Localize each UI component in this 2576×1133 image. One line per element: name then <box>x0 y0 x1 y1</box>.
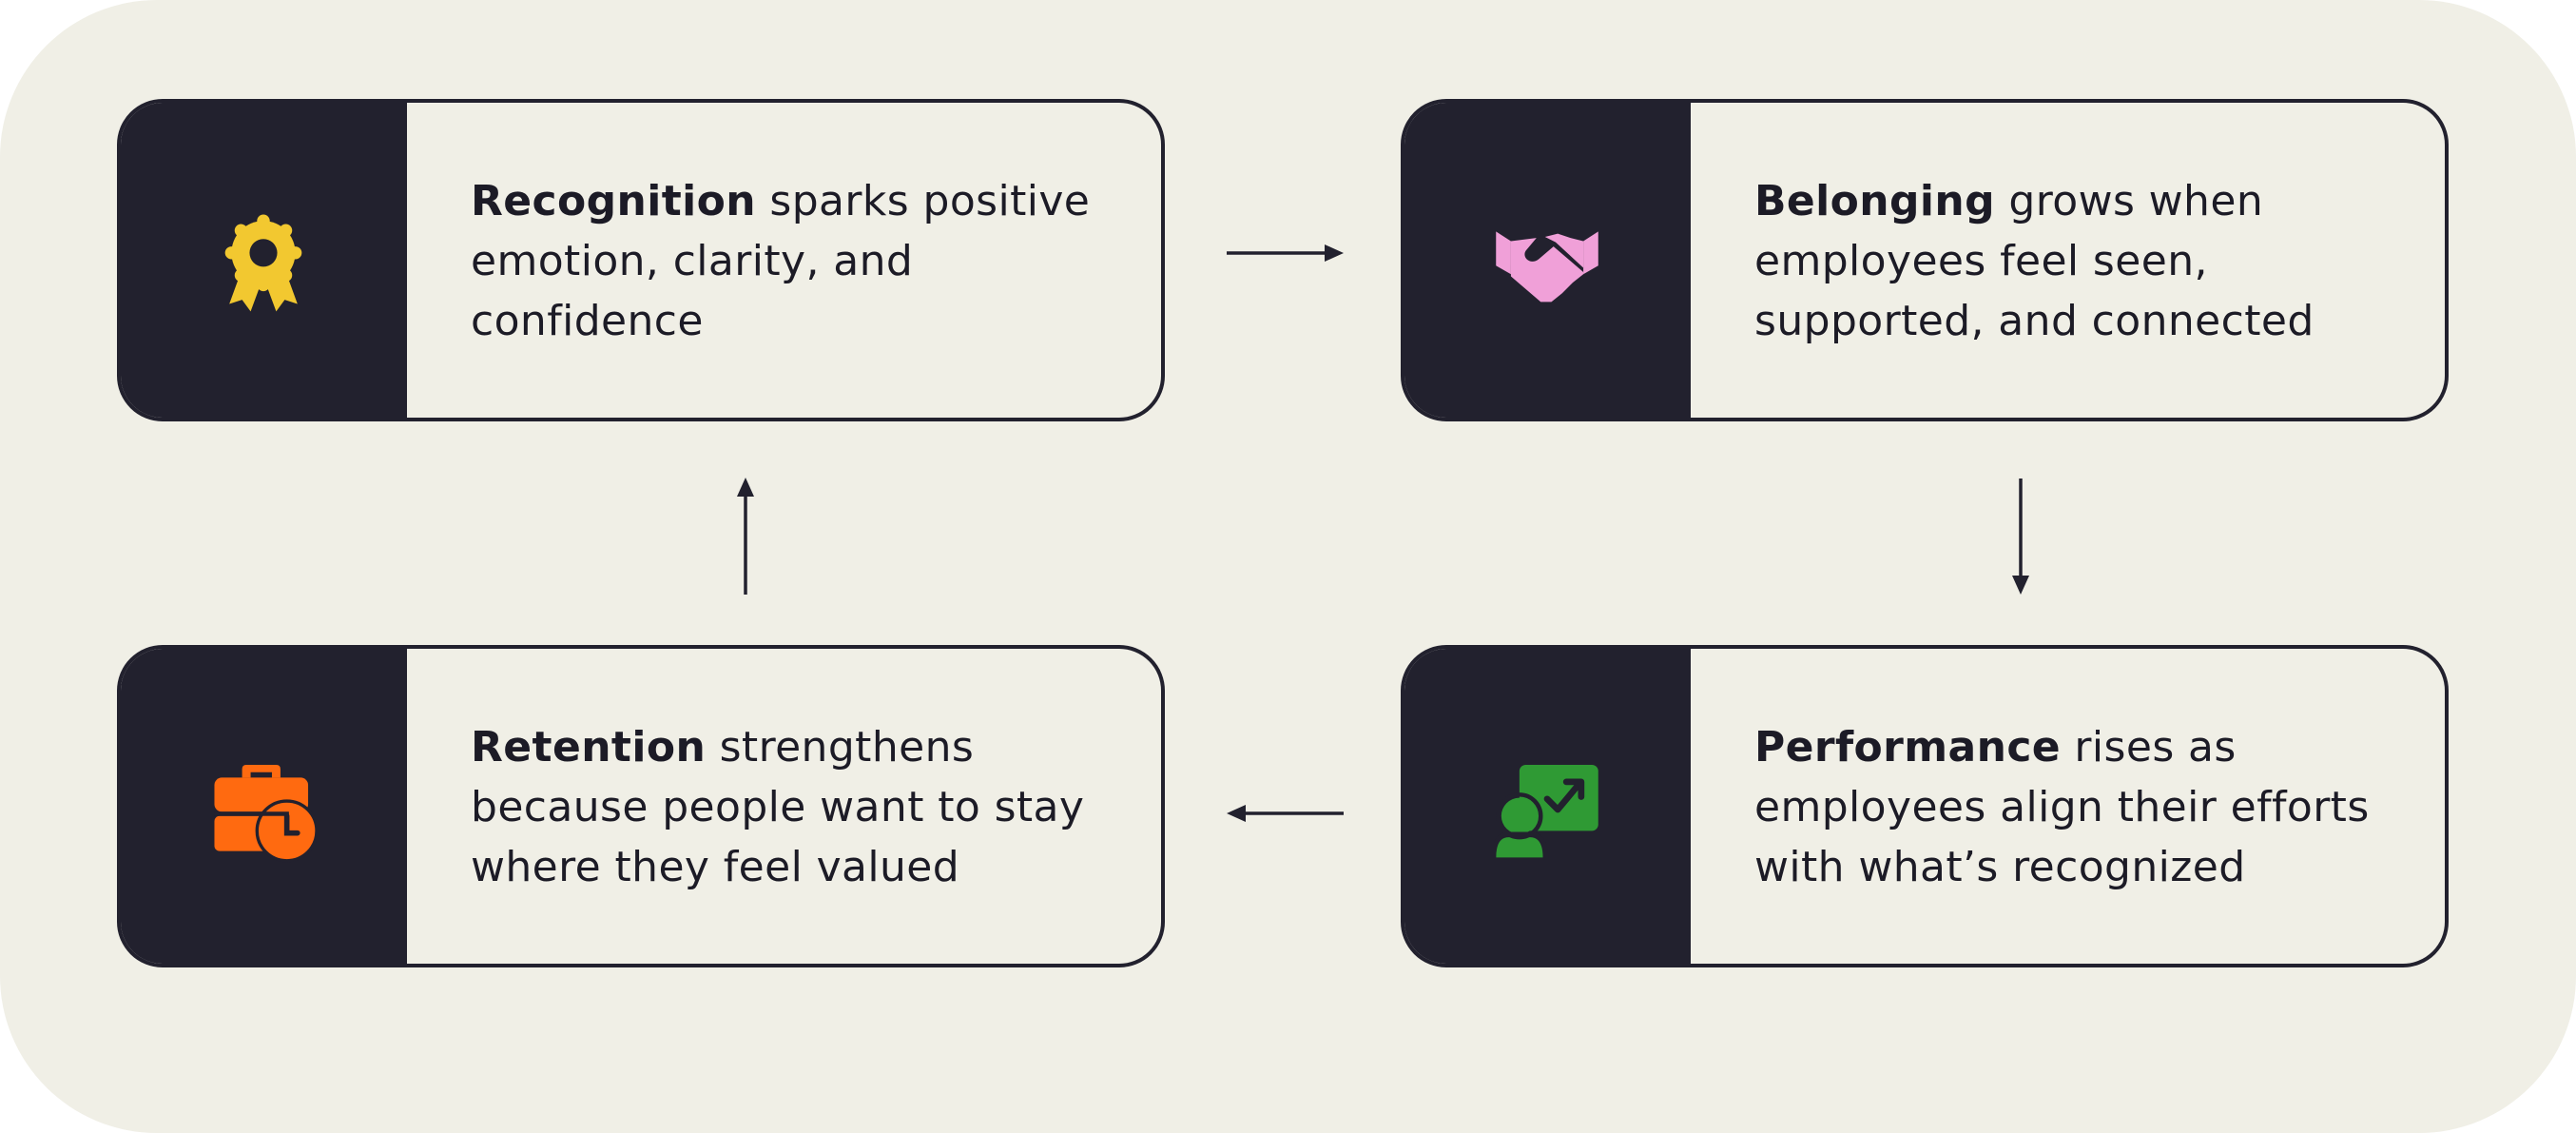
arrowhead-up <box>737 478 754 497</box>
card-text: Retention strengthens because people wan… <box>471 717 1123 897</box>
handshake-icon <box>1496 231 1598 303</box>
arrowhead-down <box>2012 576 2029 595</box>
presentation-growth-icon <box>1494 764 1598 859</box>
icon-box <box>121 103 407 418</box>
card-description: rises as employees align their efforts w… <box>1754 723 2370 891</box>
card-text: Performance rises as employees align the… <box>1754 717 2407 897</box>
card-title: Belonging <box>1754 177 1996 225</box>
card-belonging: Belonging grows when employees feel seen… <box>1401 99 2449 421</box>
card-recognition: Recognition sparks positive emotion, cla… <box>117 99 1165 421</box>
icon-box <box>1404 103 1691 418</box>
arrowhead-right <box>1325 244 1344 262</box>
arrowhead-left <box>1227 805 1246 822</box>
card-title: Performance <box>1754 723 2062 772</box>
card-title: Retention <box>471 723 707 772</box>
briefcase-clock-icon <box>214 764 317 863</box>
card-description: grows when employees feel seen, supporte… <box>1754 177 2315 345</box>
card-text: Recognition sparks positive emotion, cla… <box>471 171 1123 351</box>
award-ribbon-icon <box>224 214 302 312</box>
card-text: Belonging grows when employees feel seen… <box>1754 171 2407 351</box>
card-description: strengthens because people want to stay … <box>471 723 1085 891</box>
card-retention: Retention strengthens because people wan… <box>117 645 1165 967</box>
card-title: Recognition <box>471 177 757 225</box>
card-description: sparks positive emotion, clarity, and co… <box>471 177 1091 345</box>
icon-box <box>1404 649 1691 964</box>
icon-box <box>121 649 407 964</box>
card-performance: Performance rises as employees align the… <box>1401 645 2449 967</box>
